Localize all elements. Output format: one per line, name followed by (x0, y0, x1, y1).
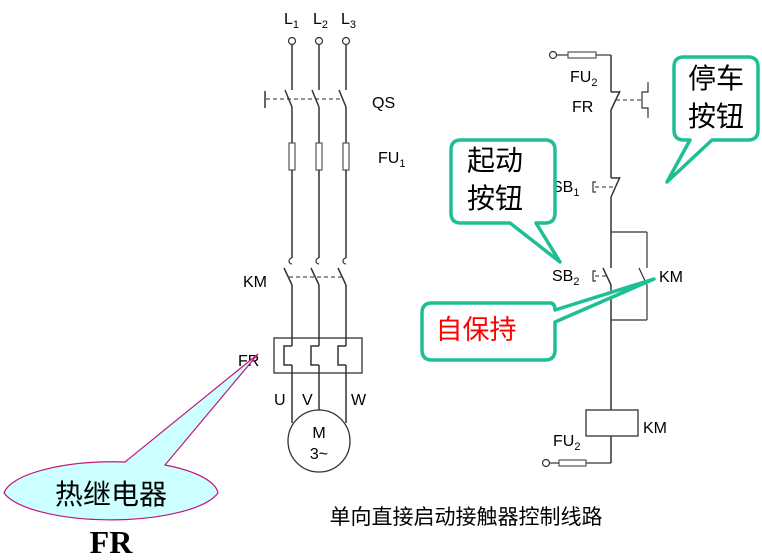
km-aux-label: KM (659, 269, 683, 286)
sb2-label: SB2 (552, 268, 579, 288)
qs-switch-symbol (264, 89, 347, 108)
fr-thermal-relay-symbol (273, 337, 363, 374)
terminal-control-top (548, 50, 558, 60)
fuse-fu2-bottom (558, 459, 587, 467)
callout-stop-button: 停车 按钮 (665, 55, 760, 184)
power-circuit: L1 L2 L3 QS FU1 (238, 11, 405, 473)
callout-stop-button-line2: 按钮 (688, 100, 744, 133)
terminal-l3 (341, 36, 351, 46)
fu1-label: FU1 (378, 150, 405, 170)
fuse-fu1-l3 (342, 142, 350, 171)
callout-self-hold: 自保持 (420, 277, 656, 362)
fuse-fu1-l2 (315, 142, 323, 171)
sb1-stop-button-symbol (592, 176, 621, 198)
control-circuit: FU2 FR SB1 KM SB2 (541, 50, 683, 468)
phase-label-l2: L2 (313, 11, 328, 31)
fr-control-label: FR (572, 99, 593, 116)
sb2-start-button-symbol (592, 267, 612, 286)
fuse-fu2-top (567, 51, 597, 59)
fr-nc-contact-symbol (610, 82, 649, 118)
callout-start-button-line1: 起动 (467, 144, 523, 177)
motor-terminal-w: W (351, 392, 367, 409)
fu2-top-label: FU2 (570, 69, 597, 89)
sb1-label: SB1 (552, 179, 579, 199)
phase-label-l3: L3 (341, 11, 356, 31)
motor-terminal-v: V (302, 392, 313, 409)
callout-start-button-line2: 按钮 (467, 182, 523, 215)
motor-terminal-u: U (274, 392, 286, 409)
callout-start-button: 起动 按钮 (449, 138, 562, 264)
fu2-bottom-label: FU2 (553, 433, 580, 453)
terminal-control-bottom (541, 458, 551, 468)
diagram-title: 单向直接启动接触器控制线路 (330, 505, 603, 529)
km-coil-label: KM (643, 420, 667, 437)
callout-stop-button-line1: 停车 (688, 62, 744, 95)
terminal-l1 (287, 36, 297, 46)
callout-thermal-relay-text: 热继电器 (55, 478, 167, 511)
callout-thermal-relay: 热继电器 FR (3, 353, 259, 560)
callout-thermal-relay-code: FR (90, 524, 134, 560)
terminal-l2 (314, 36, 324, 46)
qs-label: QS (372, 95, 395, 112)
km-main-contacts-symbol (283, 257, 347, 286)
km-coil-symbol (585, 409, 639, 437)
fuse-fu1-l1 (288, 142, 296, 171)
phase-label-l1: L1 (284, 11, 299, 31)
motor-label: M (312, 425, 325, 442)
motor-symbol (287, 409, 351, 473)
motor-type-label: 3~ (310, 446, 328, 463)
callout-self-hold-text: 自保持 (436, 315, 517, 346)
km-power-label: KM (243, 274, 267, 291)
